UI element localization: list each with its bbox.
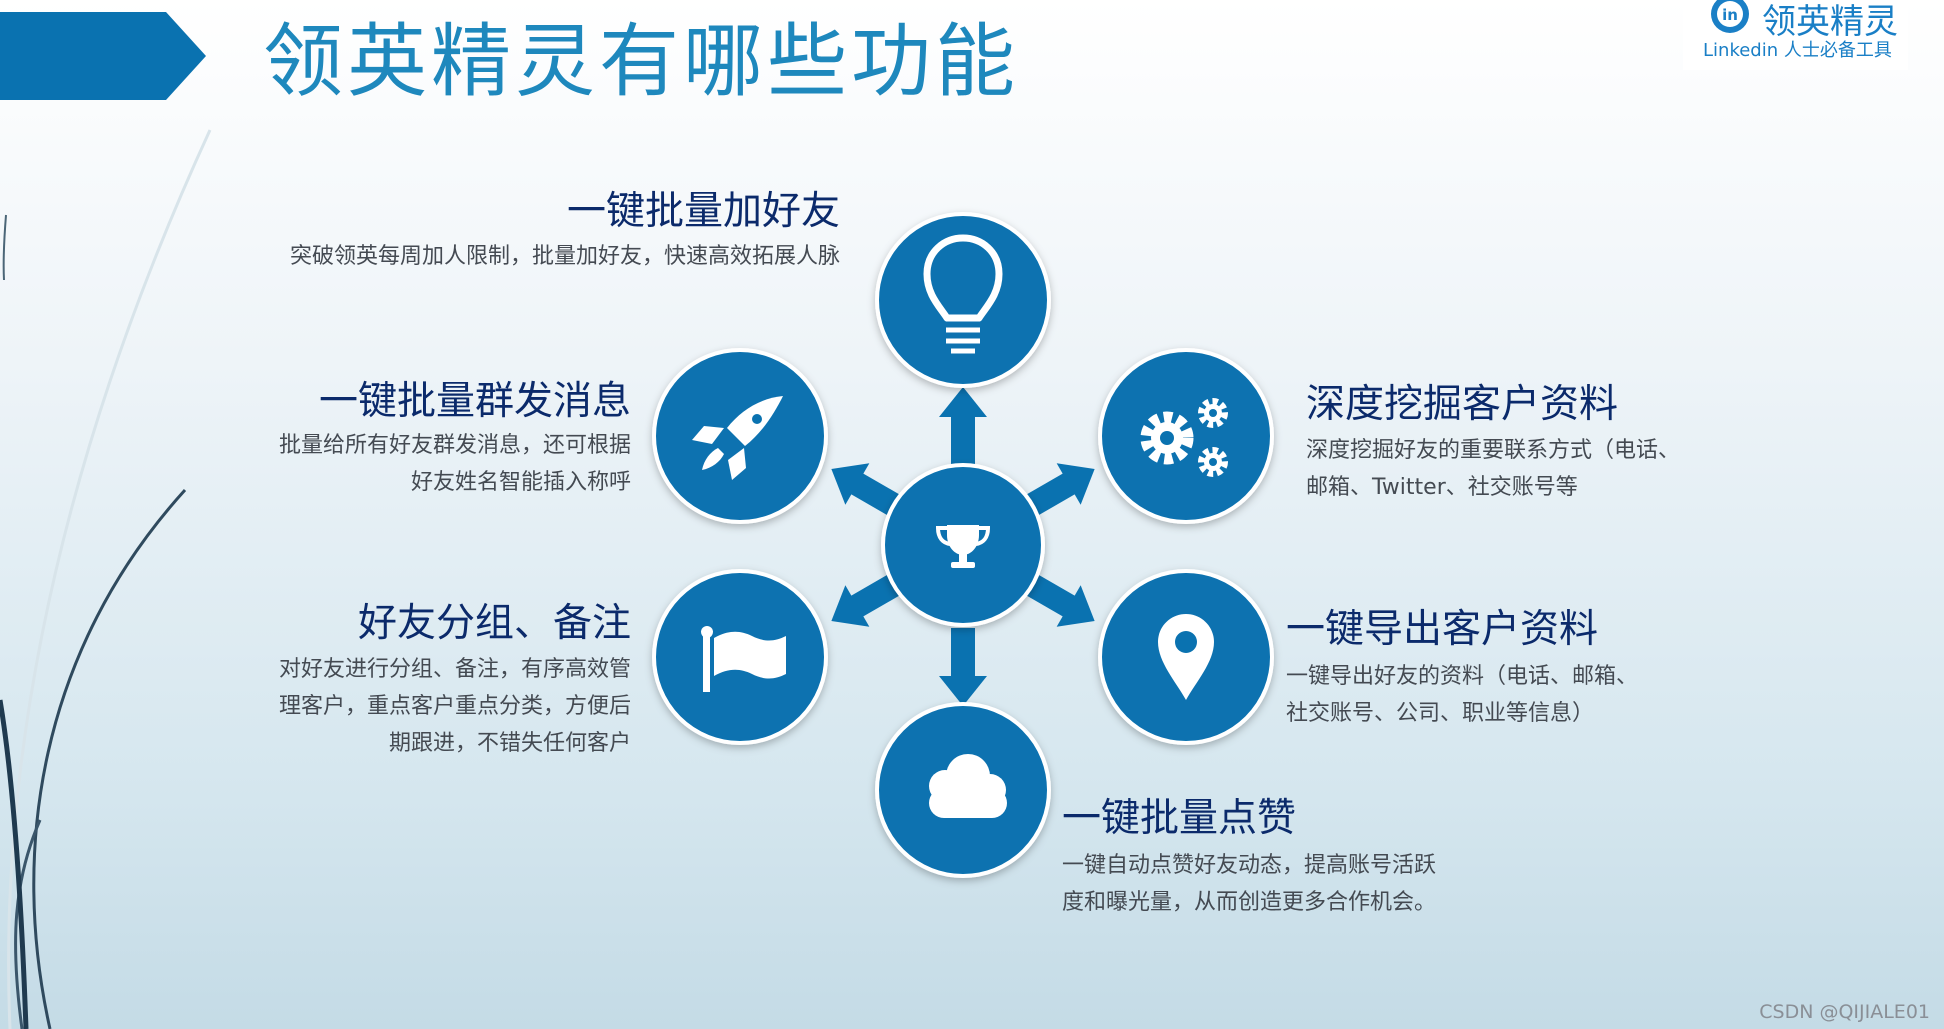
- arrow-up: [939, 387, 987, 465]
- feature-line: 好友姓名智能插入称呼: [410, 470, 631, 495]
- feature-title: 一键批量点赞: [1062, 796, 1297, 841]
- arrow-upper-left: [831, 463, 903, 517]
- feature-description: 突破领英每周加人限制，批量加好友，快速高效拓展人脉: [290, 238, 840, 275]
- feature-line: 突破领英每周加人限制，批量加好友，快速高效拓展人脉: [289, 244, 840, 269]
- node-rocket: [652, 348, 828, 524]
- arrow-lower-left: [831, 573, 903, 627]
- feature-line: 期跟进，不错失任何客户: [388, 731, 631, 756]
- feature-description: 一键自动点赞好友动态，提高账号活跃 度和曝光量，从而创造更多合作机会。: [1062, 847, 1436, 921]
- node-cloud: [875, 702, 1051, 878]
- feature-title: 一键导出客户资料: [1286, 607, 1599, 652]
- svg-text:in: in: [1722, 6, 1738, 24]
- cloud-icon: [929, 754, 1007, 818]
- arrow-down: [939, 628, 987, 706]
- feature-line: 理客户，重点客户重点分类，方便后: [278, 694, 631, 719]
- feature-line: 对好友进行分组、备注，有序高效管: [278, 657, 631, 682]
- brand-logo: in 领英精灵 Linkedin 人士必备工具: [1683, 0, 1908, 70]
- feature-title: 深度挖掘客户资料: [1306, 382, 1619, 427]
- flag-icon: [701, 626, 786, 692]
- gears-icon: [1140, 398, 1228, 477]
- feature-title: 好友分组、备注: [357, 601, 631, 646]
- node-lightbulb: [875, 212, 1051, 388]
- rocket-icon: [692, 396, 783, 480]
- feature-title: 一键批量加好友: [566, 189, 840, 234]
- feature-description: 批量给所有好友群发消息，还可根据 好友姓名智能插入称呼: [279, 427, 631, 501]
- lightbulb-icon: [923, 234, 1003, 354]
- feature-line: 度和曝光量，从而创造更多合作机会。: [1062, 890, 1437, 915]
- location-pin-icon: [1158, 614, 1214, 700]
- logo-name: 领英精灵: [1762, 2, 1898, 42]
- feature-line: 一键自动点赞好友动态，提高账号活跃: [1062, 853, 1437, 878]
- feature-line: 批量给所有好友群发消息，还可根据: [278, 433, 631, 458]
- header-banner: [0, 12, 206, 100]
- feature-line: 社交账号、公司、职业等信息）: [1286, 701, 1595, 726]
- logo-tagline: Linkedin 人士必备工具: [1703, 40, 1892, 61]
- page-title: 领英精灵有哪些功能: [263, 15, 1019, 108]
- feature-line: 一键导出好友的资料（电话、邮箱、: [1286, 664, 1639, 689]
- arrow-upper-right: [1023, 463, 1095, 517]
- arrow-lower-right: [1023, 573, 1095, 627]
- center-node: [881, 463, 1045, 627]
- feature-description: 对好友进行分组、备注，有序高效管 理客户，重点客户重点分类，方便后 期跟进，不错…: [279, 651, 631, 762]
- decorative-curves: [0, 129, 212, 1029]
- node-flag: [652, 569, 828, 745]
- node-gears: [1098, 348, 1274, 524]
- feature-title: 一键批量群发消息: [318, 379, 631, 424]
- watermark: CSDN @QIJIALE01: [1759, 1001, 1930, 1023]
- feature-line: 深度挖掘好友的重要联系方式（电话、: [1306, 438, 1681, 463]
- linkedin-logo-icon: in: [1711, 0, 1749, 33]
- node-location: [1098, 569, 1274, 745]
- feature-line: 邮箱、Twitter、社交账号等: [1306, 475, 1578, 500]
- feature-description: 深度挖掘好友的重要联系方式（电话、 邮箱、Twitter、社交账号等: [1306, 432, 1680, 506]
- feature-description: 一键导出好友的资料（电话、邮箱、 社交账号、公司、职业等信息）: [1286, 658, 1638, 732]
- trophy-icon: [935, 525, 991, 568]
